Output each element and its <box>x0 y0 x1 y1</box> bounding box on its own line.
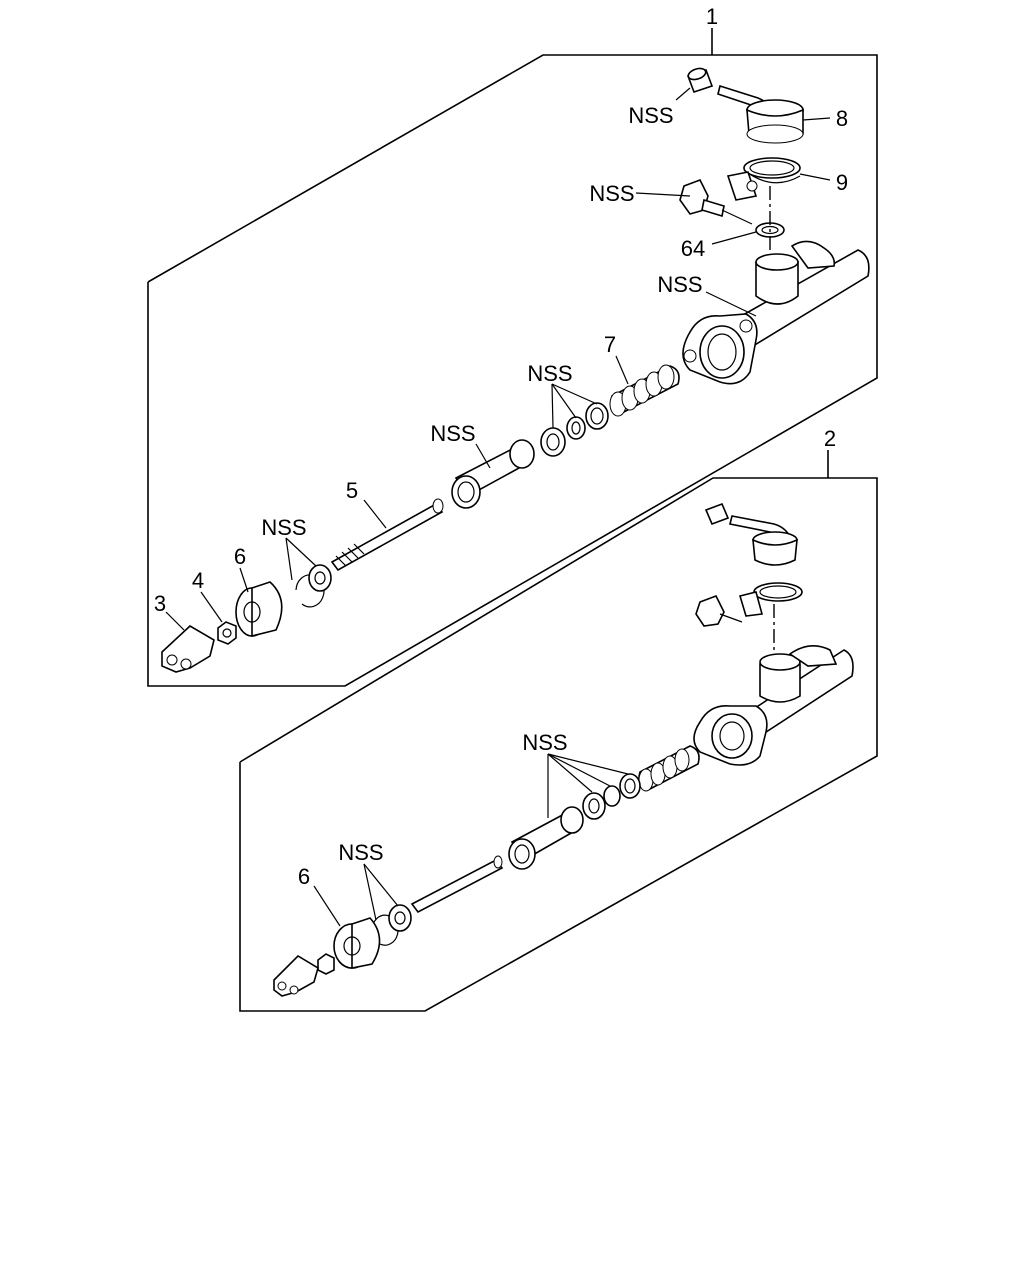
rack-5 <box>330 498 444 572</box>
callout-nss-snapring-lower: NSS <box>338 840 383 865</box>
assembly-1-parts <box>161 67 870 673</box>
callout-nss-bushing: NSS <box>430 421 475 446</box>
snap-ring-upper <box>295 564 332 608</box>
callout-nss-pipe: NSS <box>628 103 673 128</box>
assembly-2-leaders <box>313 753 629 927</box>
callout-nss-snapring-upper: NSS <box>261 515 306 540</box>
pipe-nut <box>686 67 714 94</box>
callout-8: 8 <box>836 106 848 131</box>
fitting <box>679 178 753 225</box>
callout-nss-housing: NSS <box>657 272 702 297</box>
callout-5: 5 <box>346 478 358 503</box>
callout-6-upper: 6 <box>234 544 246 569</box>
assembly-1-panel: 1 <box>147 4 878 687</box>
tie-rod-end-3 <box>161 625 215 673</box>
assembly-1-outline <box>147 54 878 687</box>
assembly-2-panel: 2 <box>239 426 878 1012</box>
seals-upper <box>540 402 609 457</box>
callout-6-lower: 6 <box>298 864 310 889</box>
cap-8 <box>746 99 804 144</box>
clamp-9 <box>726 157 801 201</box>
callout-2: 2 <box>824 426 836 451</box>
bushing-upper <box>451 439 535 509</box>
assembly-2-outline <box>239 477 878 1012</box>
bellows-boot-7 <box>609 364 680 417</box>
callout-nss-seals-upper: NSS <box>527 361 572 386</box>
gear-housing <box>682 240 870 385</box>
callout-1: 1 <box>706 4 718 29</box>
callout-7: 7 <box>604 332 616 357</box>
dust-cover-6-upper <box>235 581 283 638</box>
callout-3: 3 <box>154 591 166 616</box>
nut-4 <box>217 621 237 645</box>
callout-nss-fitting: NSS <box>589 181 634 206</box>
callout-4: 4 <box>192 568 204 593</box>
callout-nss-seals-lower: NSS <box>522 730 567 755</box>
assembly-1-leaders <box>165 87 831 631</box>
callout-9: 9 <box>836 170 848 195</box>
assembly-2-parts <box>273 502 854 997</box>
callout-64: 64 <box>681 236 705 261</box>
